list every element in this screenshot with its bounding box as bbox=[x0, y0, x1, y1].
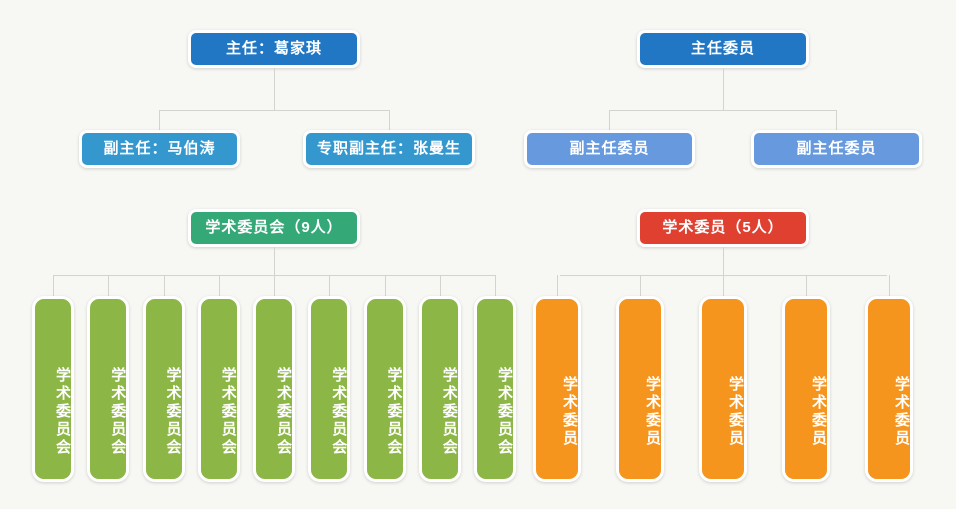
left-member-drop-8 bbox=[439, 275, 441, 296]
left-root-node[interactable]: 主任：葛家琪 bbox=[188, 30, 360, 68]
right-deputy-node-2[interactable]: 副主任委员 bbox=[751, 130, 922, 168]
right-member-node-3[interactable]: 学术委员 bbox=[699, 296, 747, 482]
left-deputy-drop-2 bbox=[389, 110, 390, 130]
left-member-node-6[interactable]: 学术委员会 bbox=[308, 296, 351, 482]
right-root-node[interactable]: 主任委员 bbox=[637, 30, 809, 68]
left-member-node-1[interactable]: 学术委员会 bbox=[32, 296, 74, 482]
right-deputy-node-1[interactable]: 副主任委员 bbox=[524, 130, 695, 168]
left-member-drop-9 bbox=[495, 275, 496, 296]
left-deputy-drop-1 bbox=[159, 110, 160, 130]
left-member-node-2[interactable]: 学术委员会 bbox=[87, 296, 130, 482]
right-member-node-5[interactable]: 学术委员 bbox=[865, 296, 913, 482]
right-member-node-2[interactable]: 学术委员 bbox=[616, 296, 664, 482]
right-member-node-4[interactable]: 学术委员 bbox=[782, 296, 830, 482]
left-member-drop-6 bbox=[329, 275, 331, 296]
left-member-node-4[interactable]: 学术委员会 bbox=[197, 296, 240, 482]
right-member-drop-1 bbox=[557, 275, 558, 296]
right-deputy-drop-2 bbox=[836, 110, 837, 130]
right-member-node-1[interactable]: 学术委员 bbox=[533, 296, 581, 482]
right-member-drop-2 bbox=[640, 275, 641, 296]
left-member-drop-2 bbox=[108, 275, 110, 296]
left-member-drop-4 bbox=[218, 275, 220, 296]
left-member-node-7[interactable]: 学术委员会 bbox=[363, 296, 406, 482]
right-member-drop-3 bbox=[723, 275, 724, 296]
right-deputy-bus bbox=[609, 110, 837, 111]
left-deputy-bus bbox=[159, 110, 390, 111]
right-deputy-drop-1 bbox=[609, 110, 610, 130]
left-deputy-node-2[interactable]: 专职副主任：张曼生 bbox=[303, 130, 475, 168]
right-member-drop-5 bbox=[889, 275, 890, 296]
left-member-drop-5 bbox=[274, 275, 275, 296]
left-member-drop-7 bbox=[384, 275, 386, 296]
left-member-node-5[interactable]: 学术委员会 bbox=[253, 296, 295, 482]
right-member-drop-4 bbox=[806, 275, 807, 296]
left-member-node-3[interactable]: 学术委员会 bbox=[142, 296, 185, 482]
left-member-node-9[interactable]: 学术委员会 bbox=[474, 296, 516, 482]
left-member-drop-1 bbox=[53, 275, 54, 296]
right-group-node[interactable]: 学术委员（5人） bbox=[637, 209, 809, 247]
right-group-drop bbox=[723, 247, 724, 275]
left-member-node-8[interactable]: 学术委员会 bbox=[418, 296, 461, 482]
right-root-drop bbox=[723, 68, 724, 110]
left-deputy-node-1[interactable]: 副主任：马伯涛 bbox=[79, 130, 240, 168]
left-group-drop bbox=[274, 247, 275, 275]
left-group-node[interactable]: 学术委员会（9人） bbox=[188, 209, 360, 247]
left-root-drop bbox=[274, 68, 275, 110]
left-member-drop-3 bbox=[163, 275, 165, 296]
